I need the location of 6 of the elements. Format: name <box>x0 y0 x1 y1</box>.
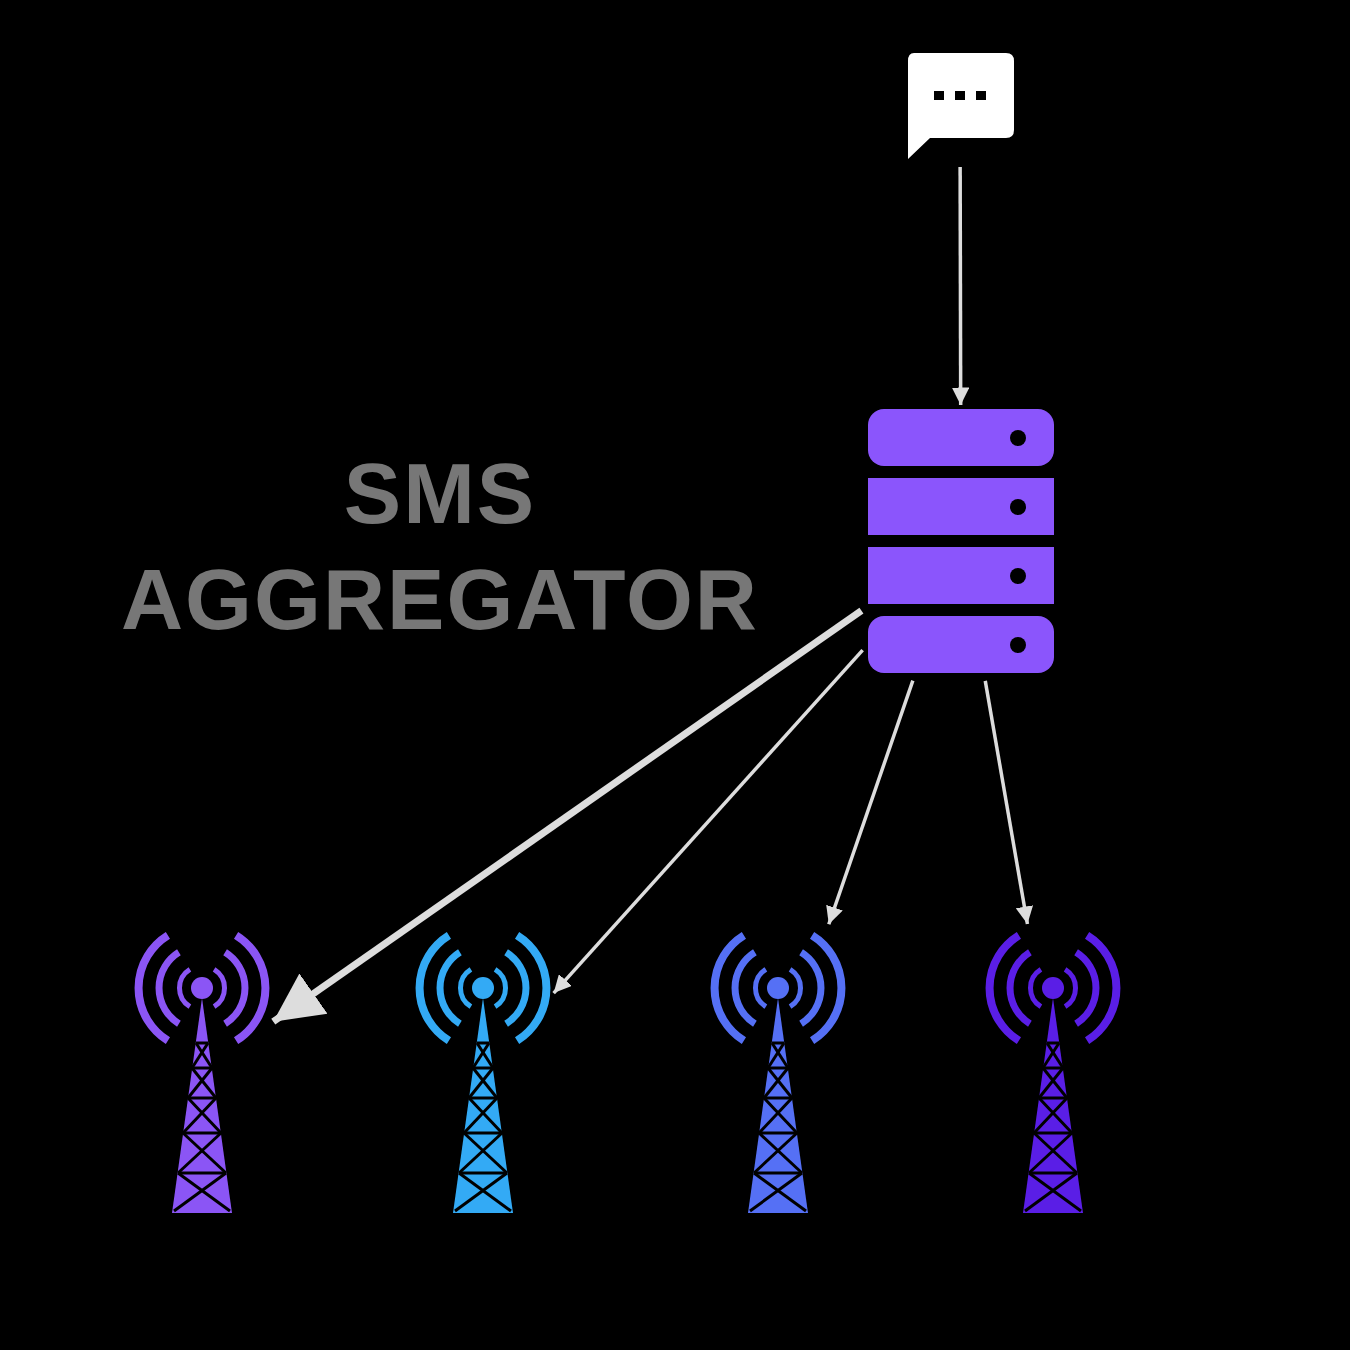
diagram-title: SMS AGGREGATOR <box>120 444 760 649</box>
arrow <box>983 680 1034 925</box>
arrow <box>552 649 864 995</box>
arrow <box>826 680 915 925</box>
arrow <box>271 607 864 1025</box>
arrow <box>951 167 970 405</box>
